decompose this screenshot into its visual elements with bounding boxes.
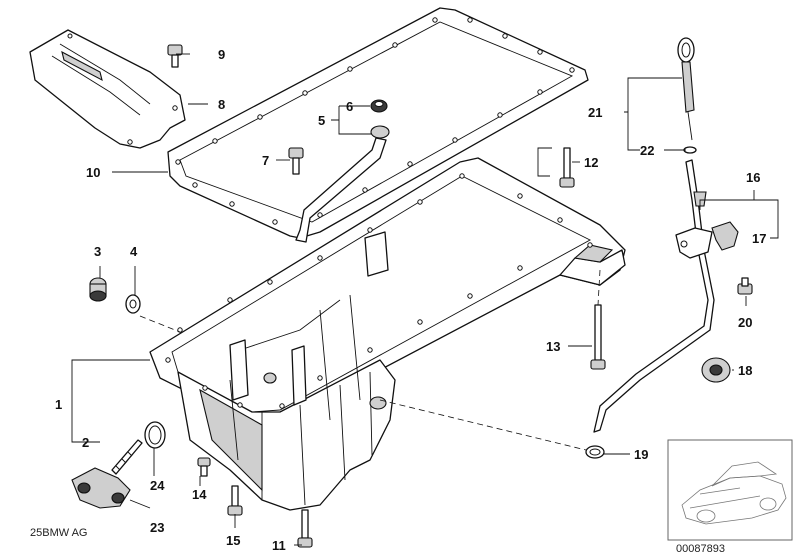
o-ring-part [144, 421, 166, 449]
copyright-text: 25BMW AG [30, 527, 87, 539]
alignment-lines [139, 269, 601, 451]
bolt-14-part [197, 457, 211, 477]
callout-9: 9 [218, 47, 225, 62]
callout-15: 15 [226, 533, 240, 548]
dipstick-guide-tube-part [593, 159, 715, 433]
callout-8: 8 [218, 97, 225, 112]
bolt-12-part [559, 147, 575, 188]
callout-1: 1 [55, 397, 62, 412]
callout-18: 18 [738, 363, 752, 378]
callout-5: 5 [318, 113, 325, 128]
callout-10: 10 [86, 165, 100, 180]
callout-4: 4 [130, 244, 138, 259]
stud-bolt-part [111, 439, 143, 475]
bolt-13-part [590, 304, 606, 370]
callout-11: 11 [272, 538, 286, 553]
callout-13: 13 [546, 339, 560, 354]
callout-23: 23 [150, 520, 164, 535]
callout-12: 12 [584, 155, 598, 170]
bolt-11-part [297, 509, 313, 548]
seal-ring-19-part [585, 445, 605, 459]
clip-17-part [711, 221, 739, 251]
leader-lines [71, 53, 779, 546]
callout-20: 20 [738, 315, 752, 330]
callout-14: 14 [192, 487, 207, 502]
callout-19: 19 [634, 447, 648, 462]
bolt-7-part [288, 147, 304, 175]
callout-21: 21 [588, 105, 602, 120]
bolt-20-part [737, 277, 753, 295]
callout-2: 2 [82, 435, 89, 450]
callout-17: 17 [752, 231, 766, 246]
sealing-washer-part [125, 294, 141, 314]
diagram-number: 00087893 [676, 543, 725, 555]
dipstick-part [677, 37, 697, 154]
bolt-9-part [167, 44, 183, 68]
callout-3: 3 [94, 244, 101, 259]
callout-7: 7 [262, 153, 269, 168]
callout-labels: 1 2 3 4 5 6 7 8 9 10 11 12 13 14 15 16 1… [55, 47, 766, 553]
oil-pipe-part [295, 99, 390, 243]
callout-24: 24 [150, 478, 165, 493]
drain-plug-part [89, 277, 107, 302]
cover-plate-part [29, 29, 186, 149]
vehicle-thumbnail [667, 439, 793, 541]
gasket-holes [175, 17, 575, 225]
bolt-15-part [227, 485, 243, 516]
clamp-18-part [701, 357, 731, 383]
oil-pan-part [149, 157, 626, 511]
callout-16: 16 [746, 170, 760, 185]
oil-level-sensor-part [71, 467, 131, 509]
callout-22: 22 [640, 143, 654, 158]
callout-6: 6 [346, 99, 353, 114]
oil-pan-flange-holes [165, 173, 593, 409]
tube-bracket-part [675, 227, 713, 259]
